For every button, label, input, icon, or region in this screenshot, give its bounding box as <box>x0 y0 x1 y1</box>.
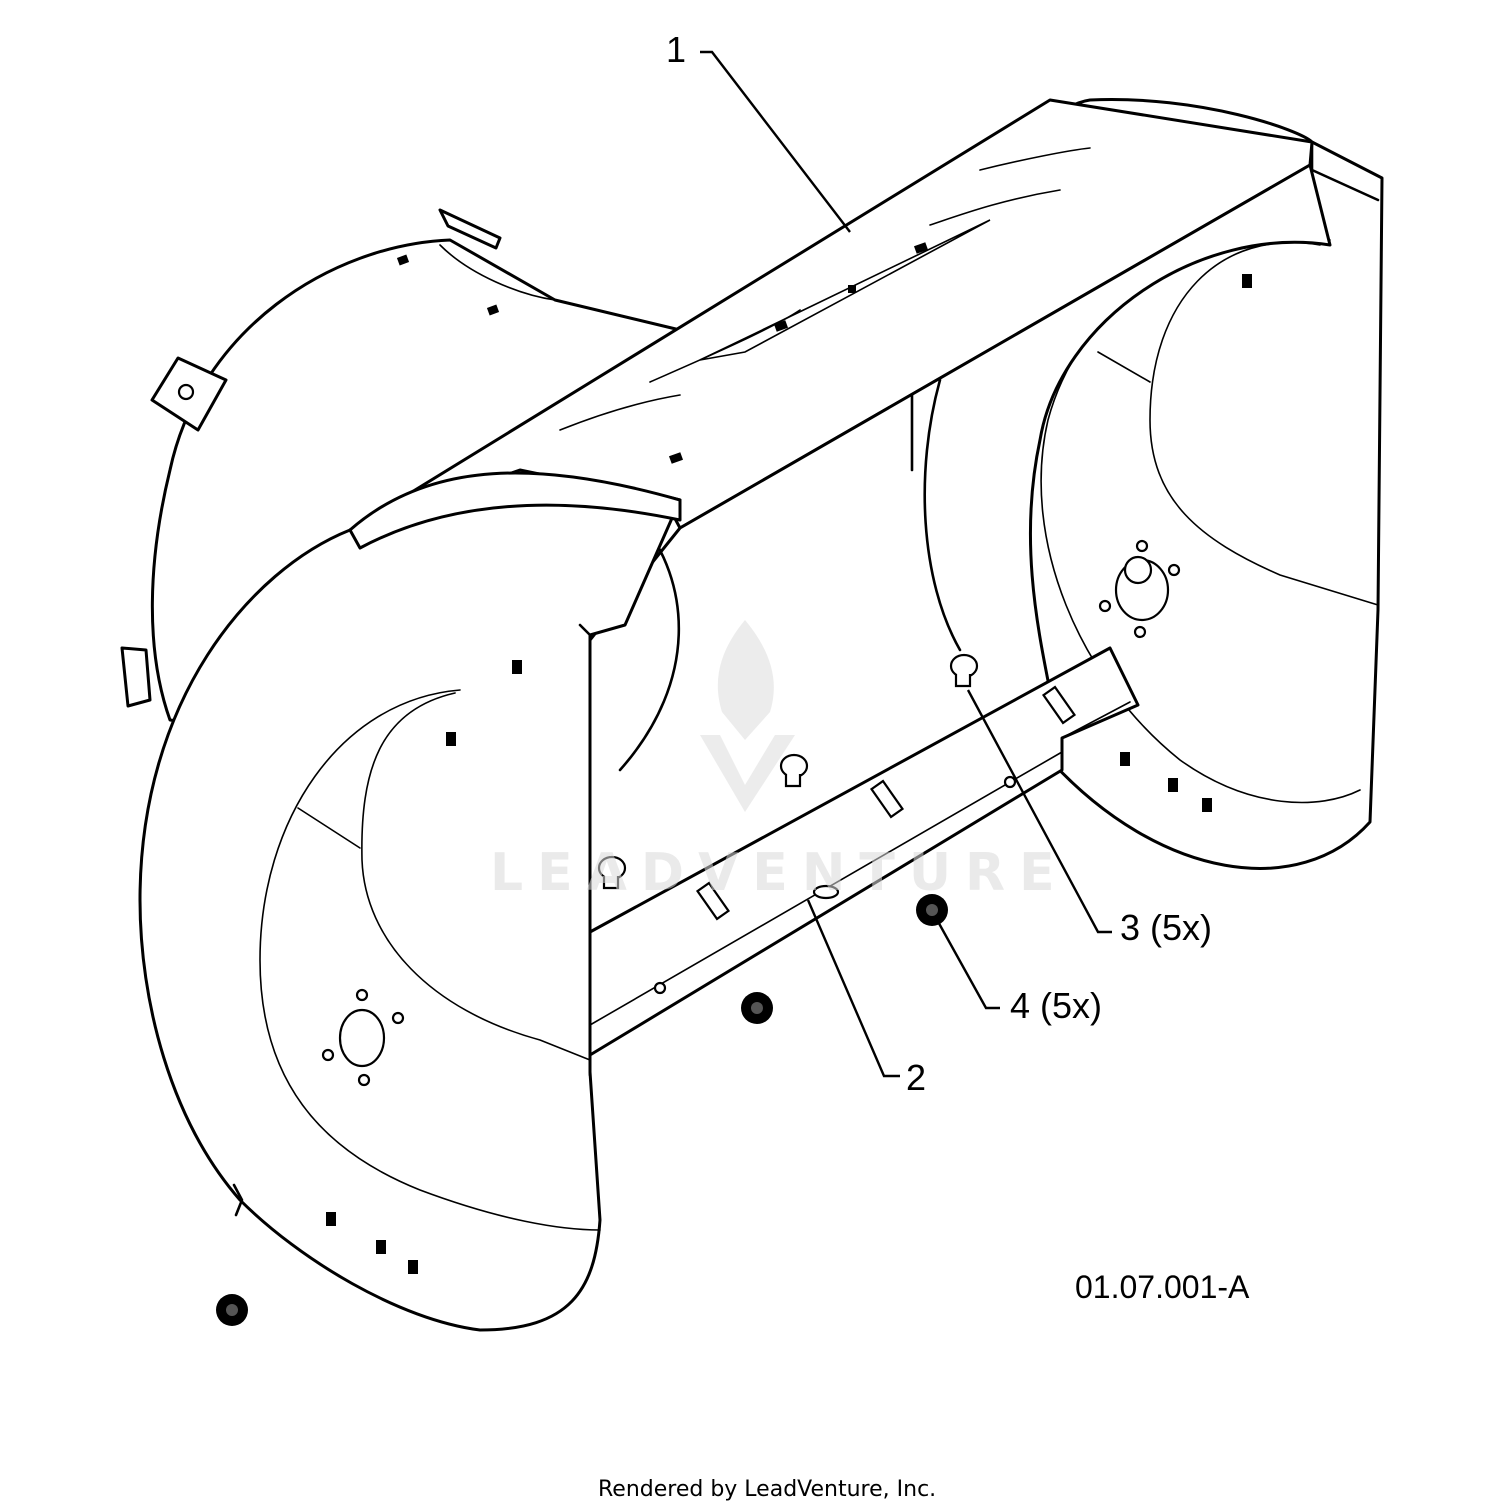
left-auger-shell <box>138 471 682 1332</box>
flange-nut <box>916 894 948 926</box>
leadventure-watermark: LEADVENTURE <box>490 620 1069 903</box>
leader-1 <box>700 50 851 233</box>
carriage-bolts <box>597 653 979 890</box>
leader-4 <box>934 917 1000 1010</box>
flange-nuts <box>216 894 948 1326</box>
flange-nut <box>741 992 773 1024</box>
leader-3 <box>966 689 1112 934</box>
carriage-bolt <box>597 855 627 890</box>
carriage-bolt <box>779 753 809 788</box>
flange-nut <box>216 1294 248 1326</box>
footer-credit: Rendered by LeadVenture, Inc. <box>598 1477 936 1502</box>
callout-1: 1 <box>666 29 686 70</box>
callout-3: 3 (5x) <box>1120 907 1212 948</box>
callout-2: 2 <box>906 1057 926 1098</box>
callout-labels: 1 2 3 (5x) 4 (5x) <box>666 29 1212 1098</box>
figure-number: 01.07.001-A <box>1075 1269 1250 1305</box>
leader-2 <box>806 899 900 1078</box>
carriage-bolt <box>949 653 979 688</box>
watermark-text: LEADVENTURE <box>490 843 1069 903</box>
callout-4: 4 (5x) <box>1010 985 1102 1026</box>
leader-lines <box>700 50 1112 1078</box>
